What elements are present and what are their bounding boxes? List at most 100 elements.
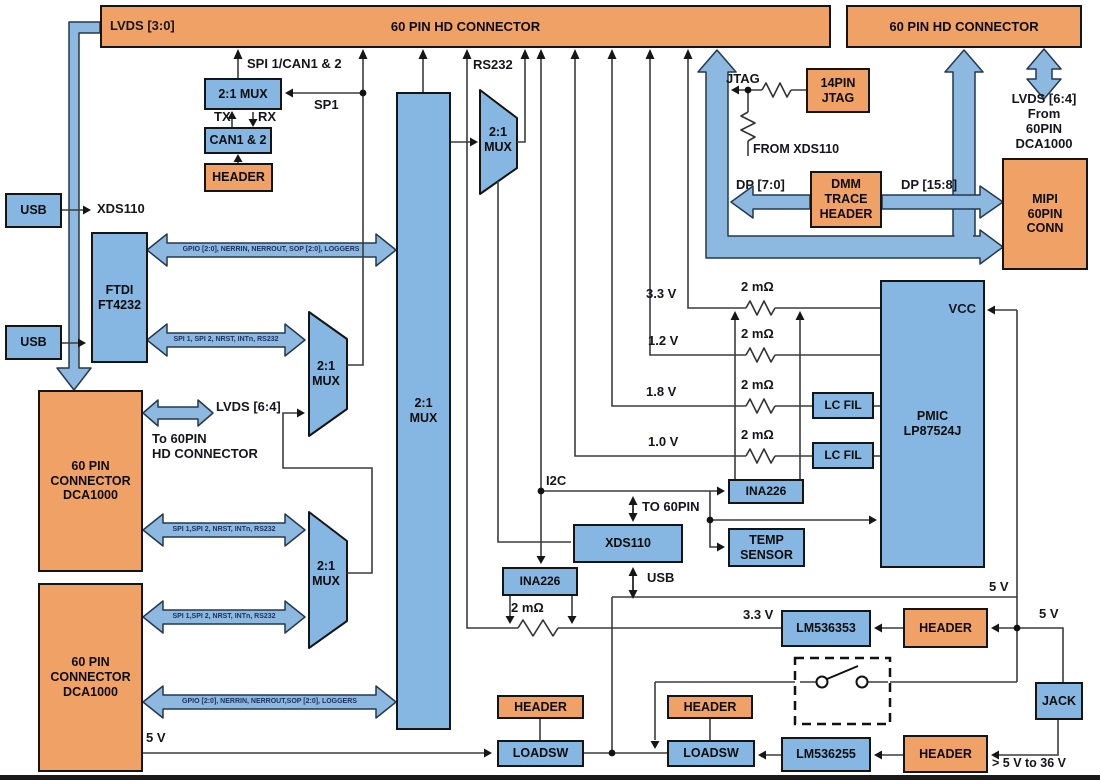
shunt-label-2: 2 mΩ bbox=[741, 326, 774, 341]
shunt-label-1: 2 mΩ bbox=[741, 279, 774, 294]
resistor-3v3 bbox=[745, 300, 776, 316]
resistor-1v8 bbox=[745, 398, 776, 414]
power-header-top: HEADER bbox=[903, 608, 988, 648]
ina226-rail-block: INA226 bbox=[728, 479, 804, 504]
jack-range-label: > 5 V to 36 V bbox=[992, 756, 1066, 770]
sp1-net-label: SP1 bbox=[314, 97, 339, 112]
shunt-label-3: 2 mΩ bbox=[741, 377, 774, 392]
loadsw-2-header: HEADER bbox=[667, 695, 753, 719]
hd-connector-2: 60 PIN HD CONNECTOR bbox=[846, 5, 1082, 48]
temp-sensor-block: TEMP SENSOR bbox=[728, 528, 805, 567]
big-mux: 2:1 MUX bbox=[396, 92, 451, 730]
pmic-vcc-pin: VCC bbox=[948, 301, 976, 316]
spi-mux1-shape bbox=[308, 311, 348, 437]
resistor-1v0 bbox=[745, 448, 776, 464]
dca1000-connector-2: 60 PIN CONNECTOR DCA1000 bbox=[38, 583, 143, 772]
wire bbox=[291, 57, 364, 366]
wire bbox=[143, 627, 903, 756]
hd-connector-1-title: 60 PIN HD CONNECTOR bbox=[390, 18, 541, 34]
usb-port-1: USB bbox=[5, 193, 62, 228]
dca2-spi-bus-label: SPI 1,SPI 2, NRST, INTn, RS232 bbox=[172, 613, 276, 620]
i2c-net-label: I2C bbox=[546, 473, 567, 488]
shunt-label-4: 2 mΩ bbox=[741, 427, 774, 442]
rx-label: RX bbox=[258, 109, 277, 124]
resistor-1v2 bbox=[745, 347, 776, 363]
mipi-60pin-conn: MIPI 60PIN CONN bbox=[1002, 158, 1088, 270]
hd-connector-1: 60 PIN HD CONNECTOR LVDS [3:0] bbox=[100, 5, 831, 48]
rs232-mux-shape bbox=[479, 89, 518, 195]
dp15-8-arrow bbox=[881, 185, 1004, 219]
pmic-block: PMIC LP87524J VCC bbox=[880, 280, 985, 568]
power-switch bbox=[793, 656, 892, 726]
jtag-net-label: JTAG bbox=[726, 71, 760, 86]
can-block: CAN1 & 2 bbox=[204, 127, 272, 154]
hd2-trunk-arrow bbox=[944, 49, 984, 241]
ina226-bus-block: INA226 bbox=[502, 567, 578, 596]
v5-dca-label: 5 V bbox=[146, 730, 166, 745]
to-60pin-hd-label: To 60PIN HD CONNECTOR bbox=[152, 431, 258, 461]
wire bbox=[574, 57, 880, 479]
loadsw-1: LOADSW bbox=[497, 740, 584, 767]
can-mux: 2:1 MUX bbox=[204, 78, 282, 110]
lvds64-hd2-arrow bbox=[1026, 48, 1062, 100]
spi-mux1-label: 2:1 MUX bbox=[312, 359, 340, 388]
resistor-jtag-v bbox=[740, 111, 756, 142]
xds-usb-label: USB bbox=[647, 570, 675, 585]
wire bbox=[466, 57, 781, 629]
junction-dots bbox=[359, 86, 1021, 757]
rs232-net-label: RS232 bbox=[473, 57, 513, 72]
ftdi-block: FTDI FT4232 bbox=[91, 232, 148, 363]
rail-1v8-label: 1.8 V bbox=[646, 384, 677, 399]
dp15-8-label: DP [15:8] bbox=[901, 177, 958, 192]
rail-1v0-label: 1.0 V bbox=[648, 434, 679, 449]
lvds64-out-label: LVDS [6:4] bbox=[216, 399, 281, 414]
rail-3v3-out-label: 3.3 V bbox=[743, 607, 774, 622]
dp7-0-label: DP [7:0] bbox=[736, 177, 785, 192]
spi-mux2-shape bbox=[308, 511, 348, 649]
dca1-spi-bus-label: SPI 1,SPI 2, NRST, INTn, RS232 bbox=[172, 526, 276, 533]
xds110-block: XDS110 bbox=[573, 524, 683, 563]
rs232-mux-label: 2:1 MUX bbox=[484, 125, 512, 154]
usb1-xds110-label: XDS110 bbox=[97, 201, 145, 216]
dca1000-connector-1: 60 PIN CONNECTOR DCA1000 bbox=[38, 390, 143, 572]
lvds64-in-label: LVDS [6:4] From 60PIN DCA1000 bbox=[1011, 91, 1077, 151]
spi-mux2-label: 2:1 MUX bbox=[312, 559, 340, 588]
power-header-bottom: HEADER bbox=[903, 735, 988, 773]
wire bbox=[282, 412, 373, 574]
dca1-spi-bus-arrow bbox=[142, 513, 306, 547]
lvds30-trunk-arrow bbox=[56, 21, 101, 391]
spi-can-net-label: SPI 1/CAN1 & 2 bbox=[247, 56, 342, 71]
wire bbox=[422, 57, 571, 543]
usb-port-2: USB bbox=[5, 325, 62, 360]
to-60pin-label: TO 60PIN bbox=[642, 499, 700, 514]
can-header: HEADER bbox=[204, 163, 273, 192]
wire bbox=[611, 309, 1064, 756]
wire bbox=[62, 57, 254, 344]
rail-1v2-label: 1.2 V bbox=[648, 333, 679, 348]
loadsw-2: LOADSW bbox=[667, 740, 755, 767]
bottom-border bbox=[0, 775, 1100, 780]
wire bbox=[540, 57, 869, 558]
v5-jack-label: 5 V bbox=[1039, 606, 1059, 621]
dmm-trace-header: DMM TRACE HEADER bbox=[810, 171, 882, 228]
shunt-label-5: 2 mΩ bbox=[511, 600, 544, 615]
pmic-label: PMIC LP87524J bbox=[903, 409, 962, 438]
ftdi-spi-bus-arrow bbox=[146, 323, 306, 357]
lm536255-block: LM536255 bbox=[781, 737, 871, 772]
resistor-3v3-bus bbox=[517, 619, 559, 637]
tx-label: TX bbox=[214, 109, 231, 124]
lvds64-out-arrow bbox=[142, 399, 214, 427]
jtag-14pin-header: 14PIN JTAG bbox=[806, 68, 870, 113]
resistor-jtag-h bbox=[761, 82, 792, 98]
lc-filter-2: LC FIL bbox=[812, 442, 874, 469]
lc-filter-1: LC FIL bbox=[812, 392, 874, 419]
v5-pmic-label: 5 V bbox=[989, 579, 1009, 594]
wire-arrowheads bbox=[78, 49, 999, 760]
dca2-gpio-bus-label: GPIO [2:0], NERRIN, NERROUT,SOP [2:0], L… bbox=[182, 698, 357, 705]
rail-3v3-label: 3.3 V bbox=[646, 286, 677, 301]
ftdi-spi-bus-label: SPI 1, SPI 2, NRST, INTn, RS232 bbox=[173, 336, 279, 343]
lm536353-block: LM536353 bbox=[781, 610, 871, 647]
sense-resistors bbox=[517, 82, 792, 637]
